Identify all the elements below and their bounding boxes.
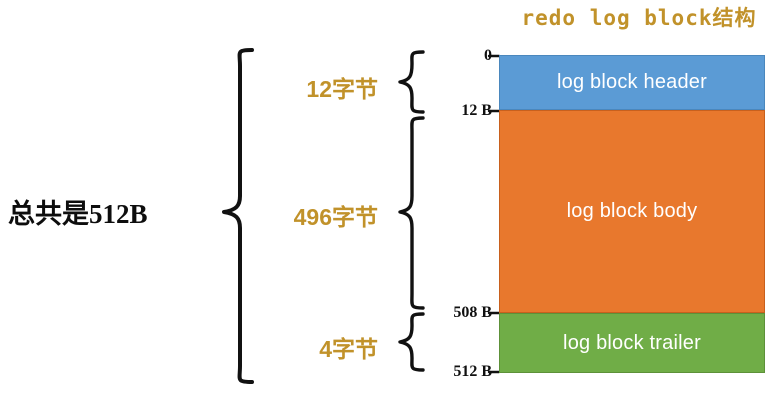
block-log-block-trailer: log block trailer: [499, 313, 765, 373]
block-label-header: log block header: [557, 71, 707, 93]
offset-label-12: 12 B: [461, 102, 492, 119]
offset-label-0: 0: [484, 47, 492, 64]
offset-label-508: 508 B: [453, 304, 492, 321]
total-size-label: 总共是512B: [8, 199, 148, 229]
brace-total: [222, 48, 254, 384]
offset-label-512: 512 B: [453, 363, 492, 380]
brace-body: [398, 116, 425, 310]
brace-trailer: [398, 312, 425, 372]
block-label-body: log block body: [566, 200, 698, 222]
diagram-title: redo log block结构: [521, 6, 757, 30]
brace-header: [398, 50, 425, 114]
block-log-block-header: log block header: [499, 55, 765, 110]
size-label-body: 496字节: [293, 204, 378, 230]
block-log-block-body: log block body: [499, 110, 765, 313]
size-label-trailer: 4字节: [319, 336, 378, 362]
size-label-header: 12字节: [306, 76, 378, 102]
block-label-trailer: log block trailer: [563, 331, 701, 354]
